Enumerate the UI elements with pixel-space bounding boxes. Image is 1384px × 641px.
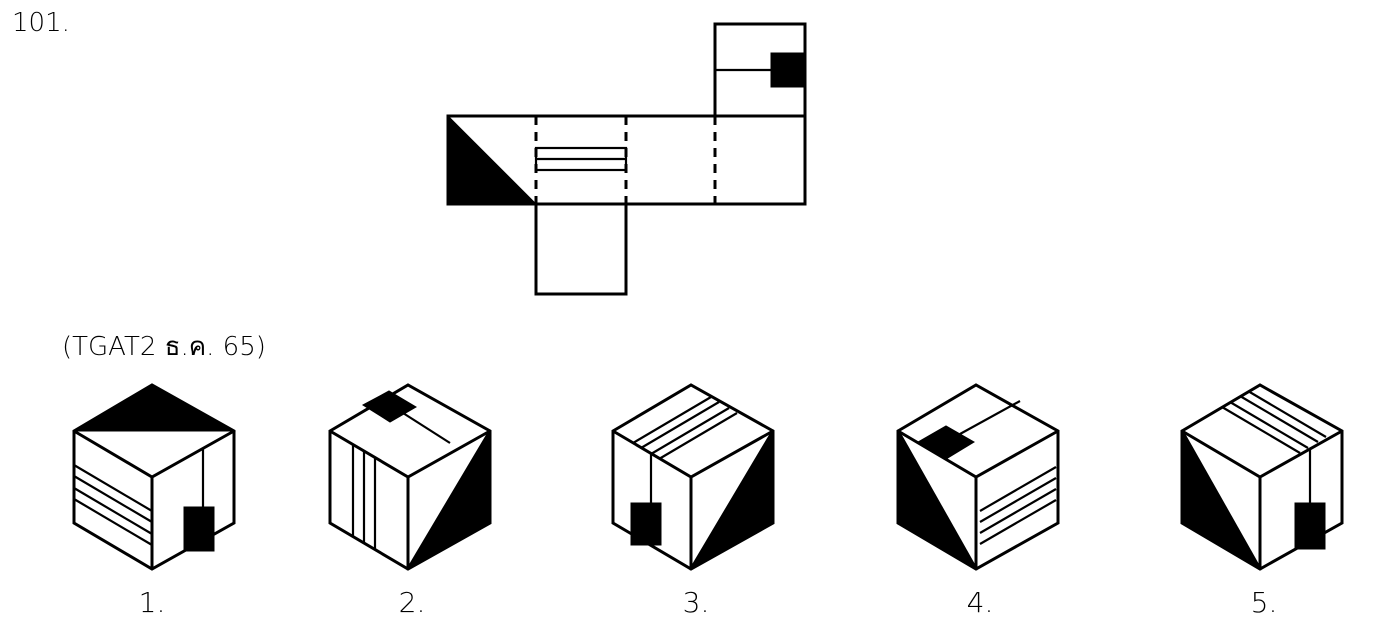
option-4-cube[interactable] (896, 383, 1060, 573)
option-1-cube[interactable] (72, 383, 236, 573)
option-3-label: 3. (682, 586, 710, 619)
option-2-label: 2. (398, 586, 426, 619)
option-1-label: 1. (138, 586, 166, 619)
source-note: (TGAT2 ธ.ค. 65) (62, 332, 266, 362)
option-3-cube[interactable] (611, 383, 775, 573)
question-number: 101. (12, 8, 70, 38)
cube-net-diagram (446, 22, 807, 296)
net-triangle (447, 114, 538, 205)
option-5-cube[interactable] (1180, 383, 1344, 573)
option-5-label: 5. (1250, 586, 1278, 619)
option-2-cube[interactable] (328, 383, 492, 573)
net-small-square (770, 52, 806, 88)
option-4-label: 4. (966, 586, 994, 619)
